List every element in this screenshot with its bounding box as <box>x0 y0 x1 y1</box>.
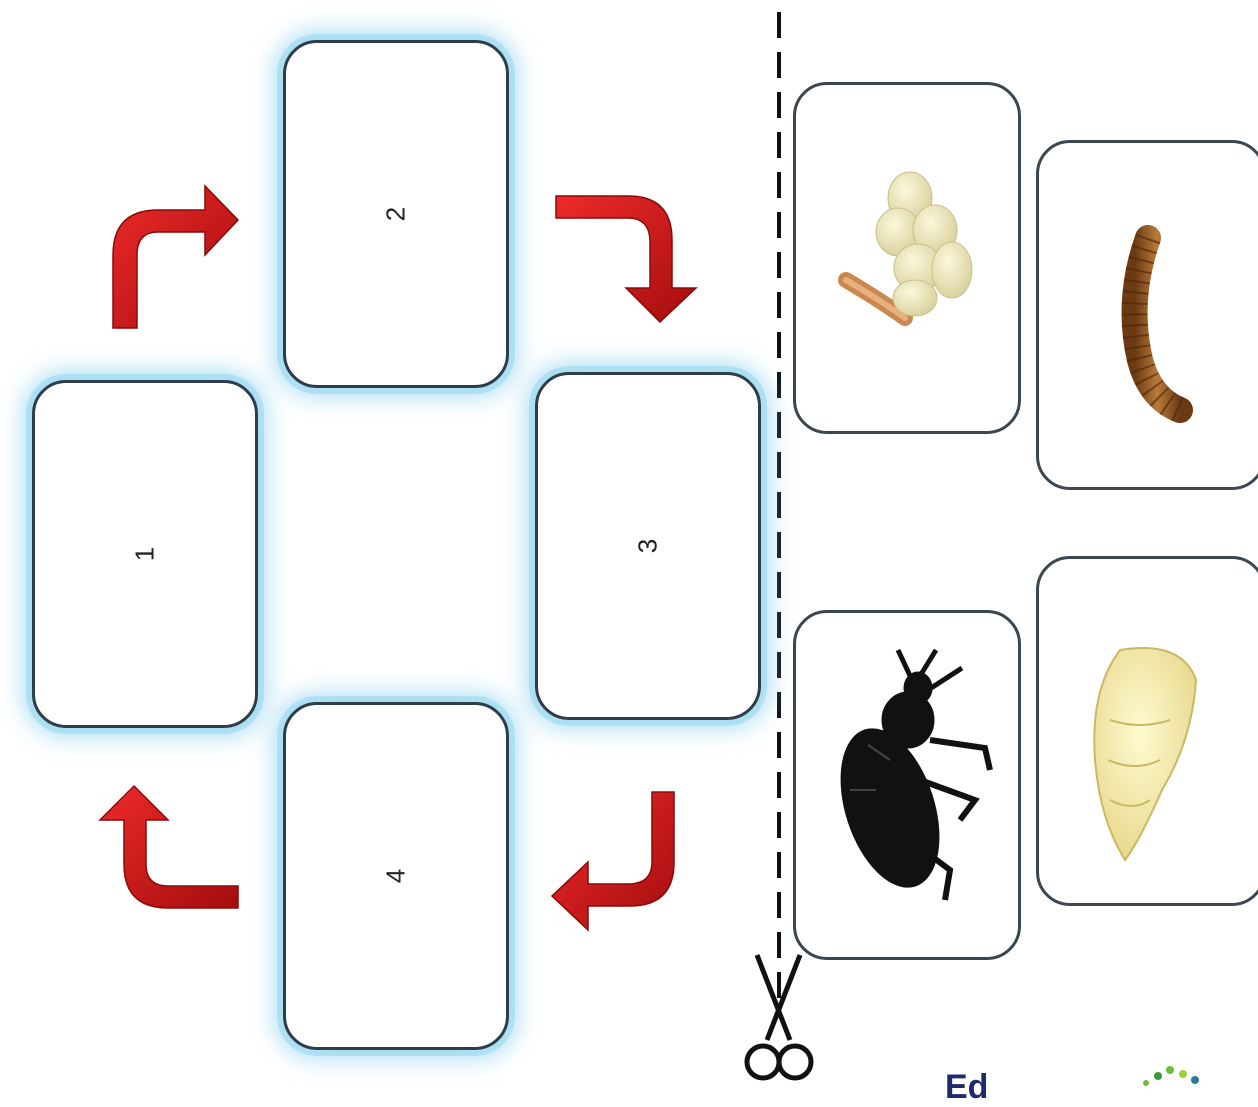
slot-number: 1 <box>130 547 161 561</box>
slot-1[interactable]: 1 <box>32 380 258 728</box>
slot-4[interactable]: 4 <box>283 702 509 1050</box>
arrow-2-to-3 <box>556 196 696 322</box>
arrow-4-to-1 <box>100 786 238 908</box>
arrow-3-to-4 <box>552 792 674 930</box>
slot-number: 4 <box>381 869 412 883</box>
cut-card-eggs[interactable] <box>793 82 1021 434</box>
slot-2[interactable]: 2 <box>283 40 509 388</box>
arrow-1-to-2 <box>113 186 238 328</box>
cut-card-beetle[interactable] <box>793 610 1021 960</box>
logo-dots-icon <box>1143 1066 1199 1086</box>
cut-card-larva[interactable] <box>1036 140 1258 490</box>
slot-number: 2 <box>381 207 412 221</box>
cut-card-pupa[interactable] <box>1036 556 1258 906</box>
slot-number: 3 <box>633 539 664 553</box>
slot-3[interactable]: 3 <box>535 372 761 720</box>
